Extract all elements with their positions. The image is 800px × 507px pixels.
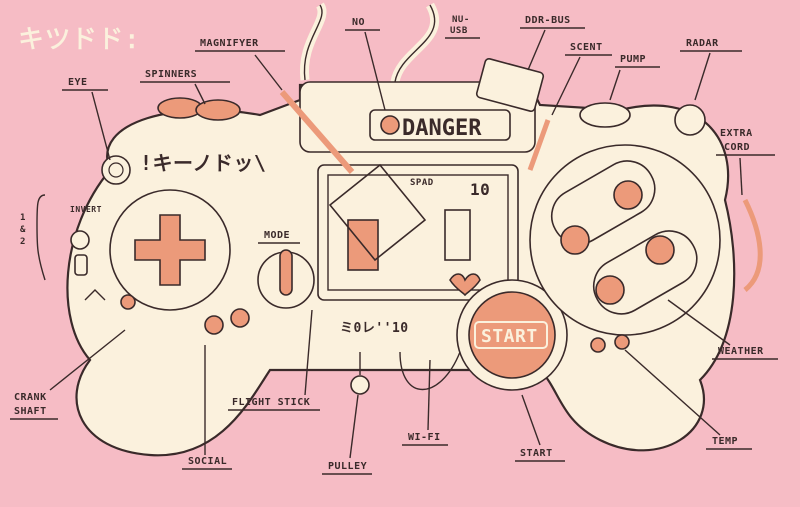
cords — [299, 2, 763, 292]
label-mode: MODE — [264, 230, 290, 241]
label-radar: RADAR — [686, 38, 719, 49]
label-wifi: WI-FI — [408, 432, 441, 443]
label-and: & — [20, 225, 26, 235]
d-pad[interactable] — [109, 189, 231, 311]
callout-labels: EYE SPINNERS MAGNIFYER NO NU- USB DDR-BU… — [10, 15, 778, 475]
label-temp: TEMP — [712, 436, 738, 447]
label-magnifyer: MAGNIFYER — [200, 38, 259, 49]
start-button-label: START — [481, 326, 538, 347]
magnifyer — [279, 90, 427, 262]
label-extra-cord-2: CORD — [724, 142, 750, 153]
label-weather: WEATHER — [718, 346, 764, 357]
label-1: 1 — [20, 213, 26, 223]
diagram-title: キツドド: — [18, 25, 140, 55]
label-extra-cord: EXTRA — [720, 128, 753, 139]
label-eye: EYE — [68, 77, 88, 88]
label-no: NO — [352, 17, 365, 28]
label-social: SOCIAL — [188, 456, 227, 467]
label-scent: SCENT — [570, 42, 603, 53]
danger-panel: DANGER — [369, 109, 511, 141]
flight-stick[interactable] — [257, 249, 315, 309]
game-screen: SPAD 10 — [317, 164, 519, 301]
face-buttons[interactable] — [529, 144, 721, 336]
label-spinners: SPINNERS — [145, 69, 197, 80]
label-crank: CRANK — [14, 392, 47, 403]
wifi-cord — [399, 351, 461, 391]
label-invert: INVERT — [70, 205, 102, 214]
label-start: START — [520, 448, 553, 459]
top-accessories — [475, 58, 706, 353]
screen-score: 10 — [470, 180, 490, 199]
pulley — [350, 352, 370, 395]
label-flight-stick: FLIGHT STICK — [232, 397, 310, 408]
spinners — [157, 97, 241, 121]
label-pump: PUMP — [620, 54, 646, 65]
label-nu-usb: NU- — [452, 15, 470, 25]
label-ddr-bus: DDR-BUS — [525, 15, 571, 26]
left-side-controls — [70, 230, 250, 335]
eye-icon — [101, 155, 131, 185]
label-pulley: PULLEY — [328, 461, 367, 472]
label-shaft: SHAFT — [14, 406, 47, 417]
label-2: 2 — [20, 237, 26, 247]
brand-text: !キーノドッ\ — [140, 151, 266, 175]
screen-top-text: SPAD — [410, 178, 434, 188]
start-button[interactable]: START — [456, 279, 568, 391]
danger-text: DANGER — [402, 116, 482, 141]
label-nu-usb-2: USB — [450, 26, 468, 36]
lcd-text: ミ0レ''10 — [340, 321, 409, 336]
